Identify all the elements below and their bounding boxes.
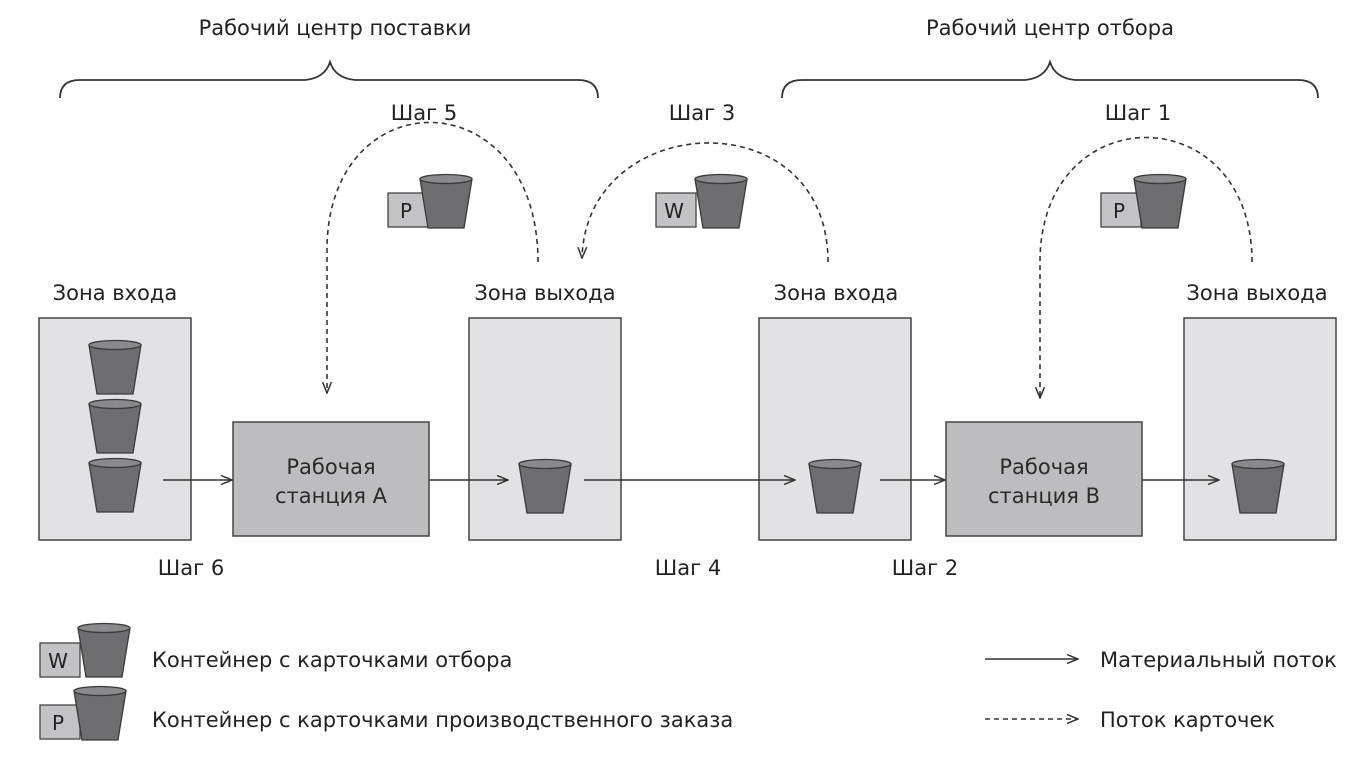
supply-center-brace [59, 58, 599, 99]
step-2-label: Шаг 2 [892, 556, 958, 580]
workstation-a-label-line2: станция А [275, 484, 388, 508]
legend-production-container-label: Контейнер с карточками производственного… [152, 708, 733, 732]
workstation-b [945, 421, 1143, 537]
step-3-label: Шаг 3 [669, 101, 735, 125]
step-5-label: Шаг 5 [391, 101, 457, 125]
container-bin-icon [1231, 458, 1285, 514]
step-4-label: Шаг 4 [655, 556, 721, 580]
supply-center-title: Рабочий центр поставки [199, 16, 472, 40]
card-flow-arrow-step5 [327, 121, 539, 393]
production-card-letter: P [400, 199, 412, 223]
legend-material-flow-label: Материальный поток [1100, 648, 1337, 672]
output-zone-label-1: Зона выхода [474, 281, 615, 305]
card-flow-arrow-step1 [1040, 136, 1253, 399]
workstation-b-label-line1: Рабочая [999, 455, 1088, 479]
container-bin-icon [88, 339, 142, 395]
workstation-a-label-line1: Рабочая [286, 455, 375, 479]
workstation-b-label-line2: станция В [988, 484, 1100, 508]
container-bin-icon [88, 457, 142, 513]
legend-card-flow-label: Поток карточек [1100, 708, 1275, 732]
legend-production-card-letter: P [52, 711, 64, 735]
pick-center-brace [781, 58, 1319, 99]
container-bin-icon [88, 398, 142, 454]
legend-withdrawal-container-icon: W [39, 622, 131, 678]
container-bin-icon [808, 458, 862, 514]
withdrawal-card-letter: W [664, 199, 684, 223]
pick-center-title: Рабочий центр отбора [926, 16, 1174, 40]
input-zone-2 [758, 317, 912, 541]
withdrawal-card-container-icon: W [655, 173, 748, 229]
legend-withdrawal-card-letter: W [48, 649, 68, 673]
production-card-letter: P [1113, 199, 1125, 223]
container-bin-icon [518, 458, 572, 514]
legend-production-container-icon: P [39, 685, 127, 741]
step-1-label: Шаг 1 [1105, 101, 1171, 125]
workstation-a [232, 421, 430, 537]
legend-withdrawal-container-label: Контейнер с карточками отбора [152, 648, 512, 672]
output-zone-label-2: Зона выхода [1186, 281, 1327, 305]
card-flow-arrow-step3 [582, 142, 829, 263]
production-card-container-icon: P [1100, 173, 1187, 229]
step-6-label: Шаг 6 [158, 556, 224, 580]
input-zone-label-1: Зона входа [53, 281, 178, 305]
input-zone-label-2: Зона входа [774, 281, 899, 305]
production-card-container-icon: P [387, 173, 473, 229]
